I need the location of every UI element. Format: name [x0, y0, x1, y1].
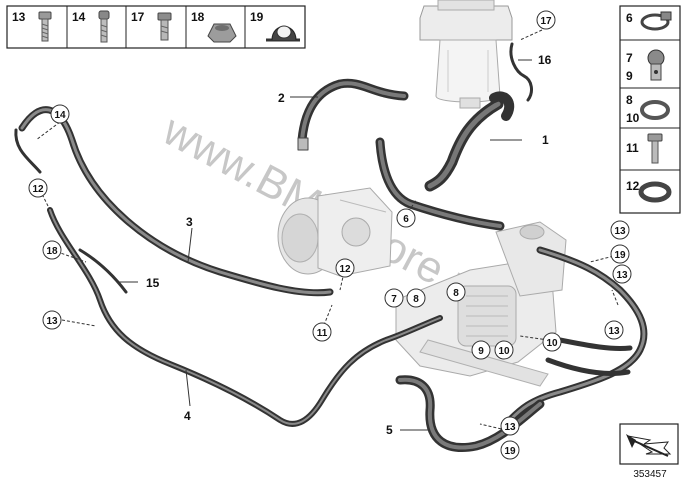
- circled-callouts: 17 14 12 18 13 6 12 11 7 8 8 9 10 10 13 …: [28, 10, 632, 460]
- callout-13-right-top: 13: [610, 220, 630, 240]
- svg-text:14: 14: [54, 110, 66, 121]
- clamp-19-icon: [266, 25, 300, 42]
- svg-text:9: 9: [478, 346, 484, 357]
- svg-text:6: 6: [403, 214, 409, 225]
- svg-text:10: 10: [546, 338, 558, 349]
- callout-3: 3: [186, 215, 193, 229]
- svg-text:8: 8: [453, 288, 459, 299]
- callout-17: 17: [536, 10, 556, 30]
- strip-label-14: 14: [72, 10, 86, 24]
- side-label-11: 11: [626, 141, 639, 155]
- plain-callouts: 1 2 3 4 5 15 16: [146, 53, 552, 437]
- callout-1: 1: [542, 133, 549, 147]
- callout-10-right: 10: [542, 332, 562, 352]
- svg-text:12: 12: [339, 264, 351, 275]
- seal-ring-8-icon: [640, 100, 670, 120]
- callout-5: 5: [386, 423, 393, 437]
- svg-text:13: 13: [616, 270, 628, 281]
- callout-12-center: 12: [335, 258, 355, 278]
- callout-8-left: 8: [406, 288, 426, 308]
- bolt-13-icon: [38, 11, 52, 42]
- svg-text:11: 11: [317, 328, 328, 339]
- svg-text:19: 19: [504, 446, 516, 457]
- callout-12-left: 12: [28, 178, 48, 198]
- svg-text:13: 13: [614, 226, 626, 237]
- callout-14: 14: [50, 104, 70, 124]
- nut-18-icon: [207, 23, 237, 43]
- callout-19-bottom: 19: [500, 440, 520, 460]
- strip-label-19: 19: [250, 10, 264, 24]
- side-label-7: 7: [626, 51, 633, 65]
- svg-text:19: 19: [614, 250, 626, 261]
- top-parts-strip: 13 14 17 18 19: [6, 5, 306, 49]
- callout-2: 2: [278, 91, 285, 105]
- svg-text:10: 10: [498, 346, 510, 357]
- callout-18: 18: [42, 240, 62, 260]
- svg-text:8: 8: [413, 294, 419, 305]
- callout-9: 9: [471, 340, 491, 360]
- strip-label-17: 17: [131, 10, 145, 24]
- bolt-14-icon: [98, 10, 110, 43]
- side-label-10: 10: [626, 111, 640, 125]
- side-label-12: 12: [626, 179, 640, 193]
- callout-11: 11: [312, 322, 332, 342]
- pump-illustration: [277, 187, 393, 277]
- callout-6: 6: [396, 208, 416, 228]
- bolt-17-icon: [157, 12, 172, 41]
- svg-text:17: 17: [540, 16, 552, 27]
- side-label-9: 9: [626, 69, 633, 83]
- svg-text:12: 12: [32, 184, 44, 195]
- callout-13-left: 13: [42, 310, 62, 330]
- callout-7: 7: [384, 288, 404, 308]
- steering-gear-illustration: [395, 221, 567, 387]
- callout-15: 15: [146, 276, 160, 290]
- diagram-code: 353457: [633, 469, 667, 480]
- callout-8-right: 8: [446, 282, 466, 302]
- svg-text:13: 13: [504, 422, 516, 433]
- svg-text:13: 13: [46, 316, 58, 327]
- strip-label-18: 18: [191, 10, 205, 24]
- callout-13-bottom: 13: [500, 416, 520, 436]
- hose-clamp-6-icon: [640, 11, 672, 31]
- callout-19-right-top: 19: [610, 244, 630, 264]
- side-parts-strip: 6 7 9 8 10 11 12: [619, 5, 681, 214]
- seal-ring-12-icon: [638, 181, 672, 203]
- side-label-6: 6: [626, 11, 633, 25]
- side-label-8: 8: [626, 93, 633, 107]
- callout-13-right-low: 13: [604, 320, 624, 340]
- callout-10-left: 10: [494, 340, 514, 360]
- callout-4: 4: [184, 409, 191, 423]
- callout-13-right-mid: 13: [612, 264, 632, 284]
- bolt-11-icon: [647, 133, 663, 164]
- callout-16: 16: [538, 53, 552, 67]
- svg-text:7: 7: [391, 294, 397, 305]
- svg-text:13: 13: [608, 326, 620, 337]
- direction-arrow-icon: [619, 423, 679, 465]
- strip-label-13: 13: [12, 10, 26, 24]
- svg-text:18: 18: [46, 246, 58, 257]
- hollow-bolt-7-icon: [647, 49, 665, 81]
